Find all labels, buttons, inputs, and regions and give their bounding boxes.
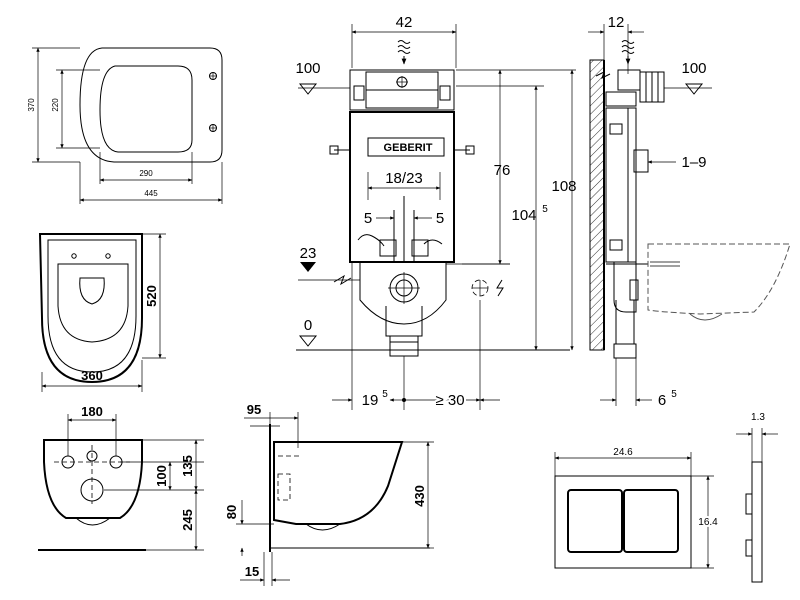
bowl-outlet <box>79 277 105 305</box>
dim-hole-spacing: 180 <box>81 404 103 419</box>
dim-plate-width: 24.6 <box>613 447 633 458</box>
flush-button-small <box>623 489 679 553</box>
bowl-top-inner <box>57 263 129 343</box>
dim-6-sup: 5 <box>671 389 677 400</box>
water-supply-icon <box>397 40 411 65</box>
level-0: 0 <box>304 317 312 334</box>
flush-plate-side <box>751 461 763 583</box>
dim-bowl-length: 520 <box>144 285 159 307</box>
dim-seat-height-outer: 370 <box>27 98 36 112</box>
frame-body <box>349 111 455 263</box>
dim-bowl-width: 360 <box>81 368 103 383</box>
level-23: 23 <box>300 245 317 262</box>
dim-95: 95 <box>247 402 261 417</box>
dim-12: 12 <box>608 14 625 31</box>
dim-6: 6 <box>658 392 666 409</box>
dim-plate-depth: 1.3 <box>751 412 765 423</box>
level-top-side: 100 <box>681 60 706 77</box>
dim-5-right: 5 <box>436 210 444 227</box>
dim-80: 80 <box>224 505 239 519</box>
dim-seat-width-inner: 290 <box>139 169 153 178</box>
flush-button-large <box>567 489 623 553</box>
dim-plate-height: 16.4 <box>698 517 718 528</box>
power-outlet-icon <box>471 279 504 297</box>
brand-badge <box>367 137 445 157</box>
drain-elbow <box>359 262 447 325</box>
cistern-top <box>349 69 455 111</box>
seat-view: 370 220 290 445 <box>27 47 223 204</box>
frame-side-view: 12 100 1–9 <box>588 14 791 409</box>
dim-19-sup: 5 <box>382 389 388 400</box>
dim-19: 19 <box>362 392 379 409</box>
bowl-side-mounted <box>647 243 791 315</box>
bowl-top-rim <box>47 239 137 373</box>
dim-range: 1–9 <box>681 154 706 171</box>
dim-108: 108 <box>551 178 576 195</box>
bowl-front-outline <box>43 439 143 519</box>
level-marker-23 <box>300 262 316 272</box>
dim-104: 104 <box>511 207 536 224</box>
dim-100: 100 <box>154 465 169 487</box>
dim-104-sup: 5 <box>542 204 548 215</box>
level-top-front: 100 <box>295 60 320 77</box>
dim-min-30: ≥ 30 <box>435 392 464 409</box>
seat-outline <box>79 47 223 163</box>
dim-430: 430 <box>412 485 427 507</box>
dim-connector: 18/23 <box>385 170 423 187</box>
bowl-side-outline <box>273 441 404 525</box>
flush-plate <box>554 475 692 569</box>
bowl-front-view: 180 135 100 245 <box>38 404 204 551</box>
drain-pipe <box>389 335 419 357</box>
dim-76: 76 <box>494 162 511 179</box>
water-supply-icon <box>621 40 635 65</box>
seat-opening <box>99 65 193 153</box>
dim-15: 15 <box>245 564 259 579</box>
flush-plate-view: 24.6 16.4 1.3 <box>554 412 778 583</box>
frame-column <box>605 107 637 263</box>
frame-front-view: 42 100 GEBERIT 18/23 <box>295 14 576 411</box>
dim-seat-width-outer: 445 <box>144 189 158 198</box>
wall-section <box>589 59 605 351</box>
dim-frame-width: 42 <box>396 14 413 31</box>
bowl-top-view: 520 360 <box>38 233 166 392</box>
dim-135: 135 <box>180 455 195 477</box>
dim-seat-height-inner: 220 <box>51 98 60 112</box>
dim-5-left: 5 <box>364 210 372 227</box>
bowl-top-outline <box>38 233 143 384</box>
bowl-side-view: 95 80 15 430 <box>224 402 434 586</box>
dim-245: 245 <box>180 509 195 531</box>
brand-label: GEBERIT <box>384 142 433 154</box>
